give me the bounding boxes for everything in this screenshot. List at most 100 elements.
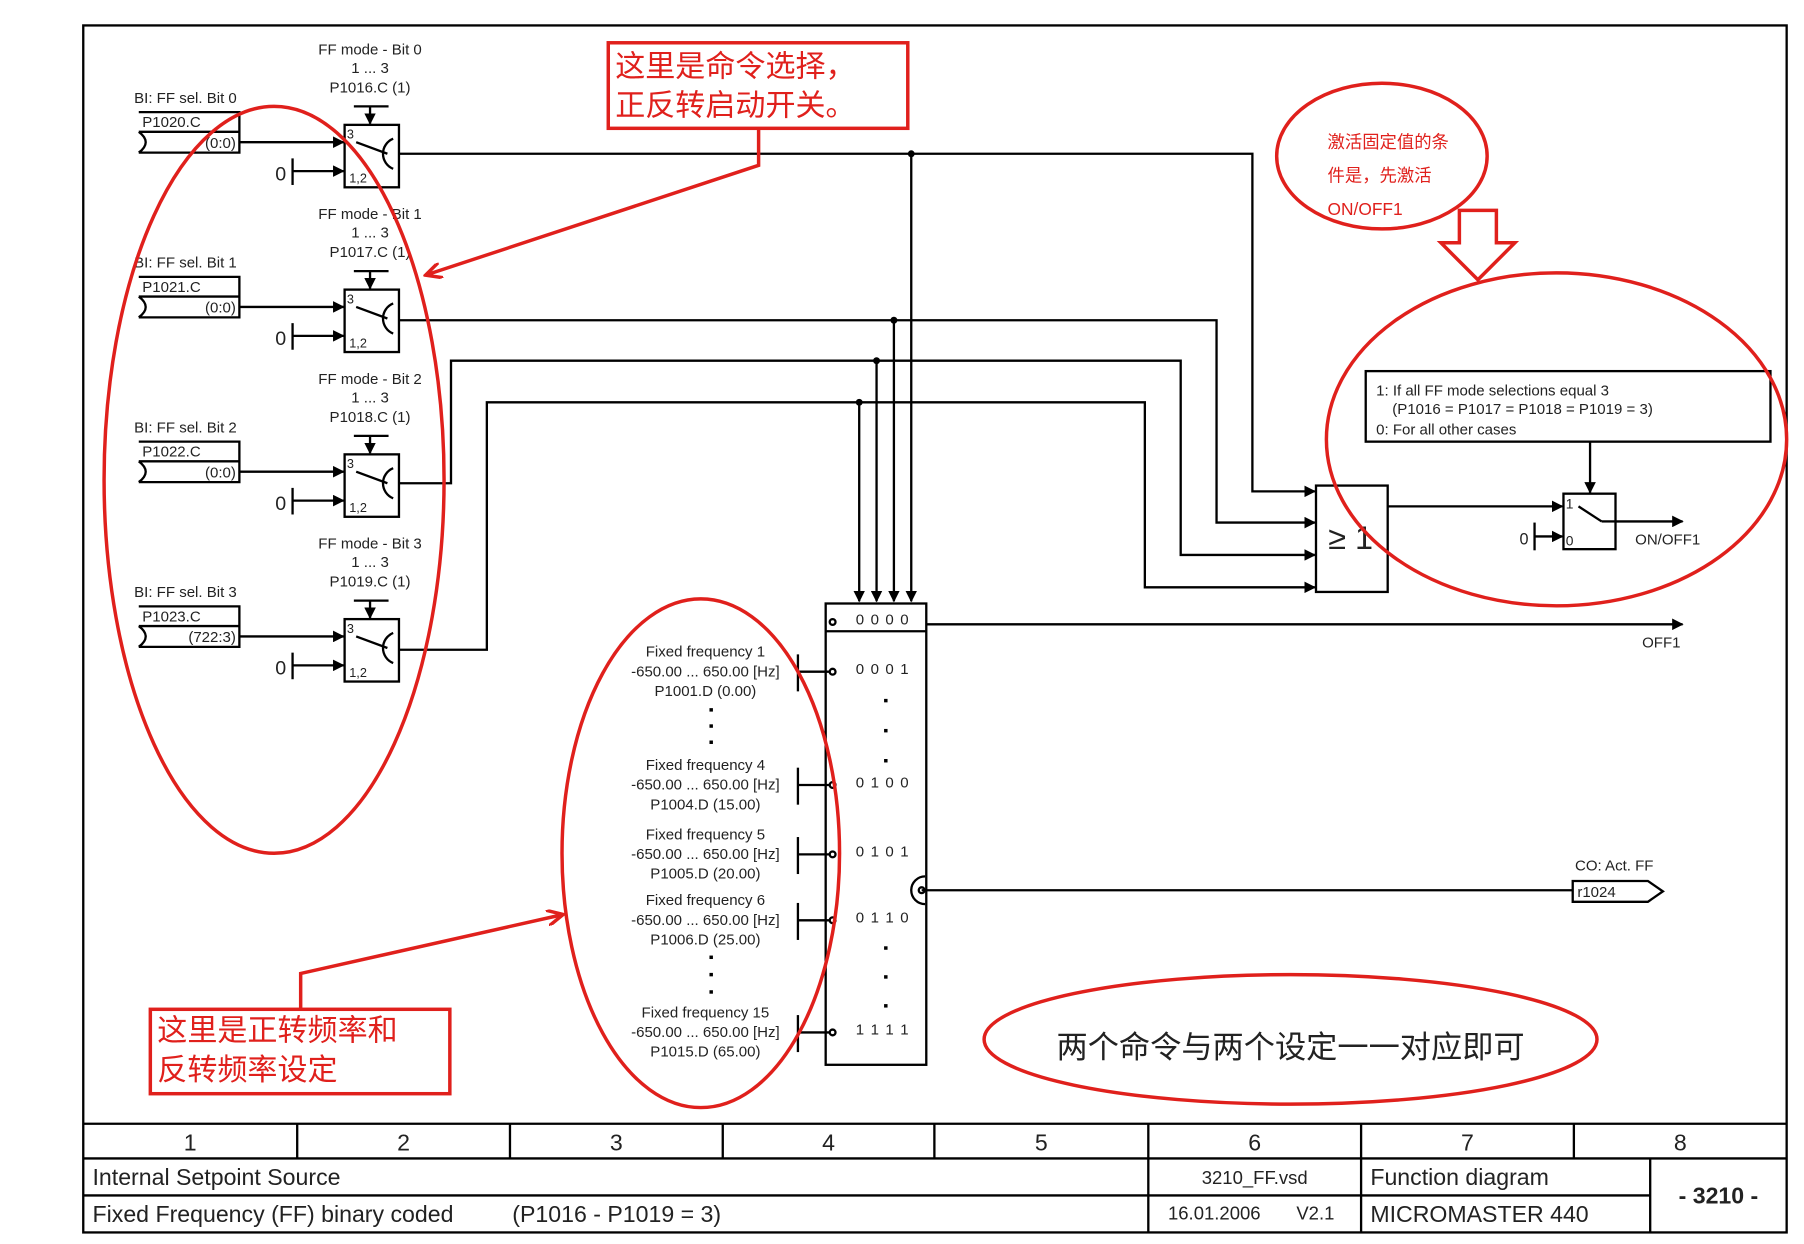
annotation-freq-1: 这里是正转频率和: [157, 1015, 397, 1048]
bi-value: (0:0): [205, 135, 236, 152]
column-number: 1: [184, 1129, 197, 1155]
bi-connector: [138, 605, 241, 649]
bi-value: (0:0): [205, 464, 236, 481]
switch-pos-12: 1,2: [349, 335, 367, 350]
switch-pos-3: 3: [347, 621, 354, 636]
freq-code: 0 1 0 1: [856, 844, 910, 861]
frame: [82, 24, 1788, 1234]
annotation-activate-1: 激活固定值的条: [1328, 132, 1449, 152]
annotation-activate-3: ON/OFF1: [1328, 199, 1403, 219]
fixed-frequency-3: Fixed frequency 6-650.00 ... 650.00 [Hz]…: [631, 892, 909, 949]
on-off1-switch: 1 0 0 ON/OFF1: [1387, 441, 1700, 551]
mode-range: 1 ... 3: [351, 225, 389, 242]
route-bit-3: [398, 401, 1316, 651]
ellipsis-dot: [709, 724, 713, 728]
mode-label: FF mode - Bit 1: [318, 206, 421, 223]
bi-param: P1023.C: [142, 608, 201, 625]
or-label: ≥ 1: [1328, 520, 1373, 556]
ellipsis-dot: [884, 728, 888, 733]
column-number: 8: [1674, 1129, 1687, 1155]
title-1: Internal Setpoint Source: [93, 1164, 341, 1190]
route-bit-2: [398, 359, 1316, 561]
on-off1-label: ON/OFF1: [1635, 532, 1700, 549]
annotation-activate-2: 件是，先激活: [1328, 166, 1432, 186]
freq-contact: [828, 667, 837, 676]
sheet-number: - 3210 -: [1679, 1183, 1759, 1209]
freq-name: Fixed frequency 15: [642, 1004, 770, 1021]
mode-param: P1018.C (1): [330, 409, 411, 426]
mode-range: 1 ... 3: [351, 60, 389, 77]
freq-param: P1015.D (65.00): [650, 1044, 760, 1061]
freq-param: P1004.D (15.00): [650, 796, 760, 813]
ellipsis-dot: [884, 759, 888, 763]
annotation-command-1: 这里是命令选择，: [615, 50, 855, 83]
switch-arc: [381, 631, 394, 665]
freq-range: -650.00 ... 650.00 [Hz]: [631, 1024, 780, 1041]
switch-arc: [381, 302, 394, 335]
signal-routes: [398, 150, 1316, 651]
zero-constant: 0: [275, 328, 286, 350]
zero-constant: 0: [275, 493, 286, 515]
mode-param: P1017.C (1): [330, 244, 411, 261]
ellipsis-dot: [709, 990, 713, 994]
freq-contact: [828, 1028, 837, 1037]
bi-param: P1021.C: [142, 279, 201, 296]
title-block: Internal Setpoint Source Fixed Frequency…: [83, 1122, 1787, 1233]
condition-0: 0: For all other cases: [1376, 422, 1516, 439]
file-name: 3210_FF.vsd: [1202, 1167, 1308, 1189]
bi-label: BI: FF sel. Bit 3: [134, 584, 237, 601]
zero-constant: 0: [275, 163, 286, 185]
mode-range: 1 ... 3: [351, 554, 389, 571]
condition-1b: (P1016 = P1017 = P1018 = P1019 = 3): [1392, 401, 1653, 418]
date: 16.01.2006: [1168, 1203, 1261, 1224]
freq-name: Fixed frequency 1: [646, 644, 765, 661]
bi-param: P1022.C: [142, 444, 201, 461]
column-number: 7: [1461, 1129, 1474, 1155]
annotation-note: 两个命令与两个设定一一对应即可: [1057, 1030, 1525, 1065]
zero-constant: 0: [1520, 531, 1529, 549]
ellipsis-dot: [709, 708, 713, 712]
freq-param: P1006.D (25.00): [650, 932, 760, 949]
zero-constant: 0: [275, 658, 286, 680]
fixed-frequency-0: Fixed frequency 1 -650.00 ... 650.00 [Hz]…: [631, 644, 910, 700]
switch-pos-1: 1: [1566, 496, 1574, 512]
freq-param: P1001.D (0.00): [654, 683, 756, 700]
condition-1: 1: If all FF mode selections equal 3: [1376, 382, 1609, 399]
fixed-frequency-1: Fixed frequency 4-650.00 ... 650.00 [Hz]…: [631, 757, 909, 813]
freq-range: -650.00 ... 650.00 [Hz]: [631, 912, 780, 929]
title-2-params: (P1016 - P1019 = 3): [512, 1201, 721, 1227]
off1-label: OFF1: [1642, 634, 1680, 651]
switch-pos-3: 3: [347, 127, 354, 142]
switch-arc: [381, 137, 394, 170]
ellipsis-dot: [709, 740, 713, 744]
multiplexer: 0 0 0 0 OFF1 CO: Act. FF r1024: [824, 602, 1684, 1066]
ellipsis-dot: [884, 946, 888, 950]
co-param: r1024: [1577, 884, 1615, 901]
freq-contact: [828, 850, 837, 859]
co-label: CO: Act. FF: [1575, 858, 1653, 875]
freq-range: -650.00 ... 650.00 [Hz]: [631, 777, 780, 794]
bi-connector: [138, 275, 241, 319]
fixed-frequency-4: Fixed frequency 15 -650.00 ... 650.00 [Hz…: [631, 1004, 909, 1061]
ellipsis-dot: [709, 972, 713, 977]
fixed-frequency-2: Fixed frequency 5-650.00 ... 650.00 [Hz]…: [631, 826, 910, 883]
freq-code: 0 0 0 1: [856, 661, 910, 678]
ellipsis-dot: [709, 955, 713, 960]
column-number: 5: [1035, 1129, 1048, 1155]
freq-name: Fixed frequency 5: [646, 826, 765, 843]
bi-label: BI: FF sel. Bit 1: [134, 255, 237, 272]
freq-param: P1005.D (20.00): [650, 866, 760, 883]
freq-range: -650.00 ... 650.00 [Hz]: [631, 663, 780, 680]
mode-label: FF mode - Bit 0: [318, 41, 421, 58]
switch-pos-0: 0: [1566, 533, 1574, 549]
bi-param: P1020.C: [142, 114, 201, 131]
annotation-freq-2: 反转频率设定: [157, 1054, 337, 1087]
bi-connector: [138, 110, 241, 154]
column-number: 2: [397, 1129, 410, 1155]
diagram-type: Function diagram: [1370, 1164, 1549, 1190]
switch-pos-3: 3: [347, 456, 354, 471]
down-arrow-icon: [1436, 208, 1520, 283]
